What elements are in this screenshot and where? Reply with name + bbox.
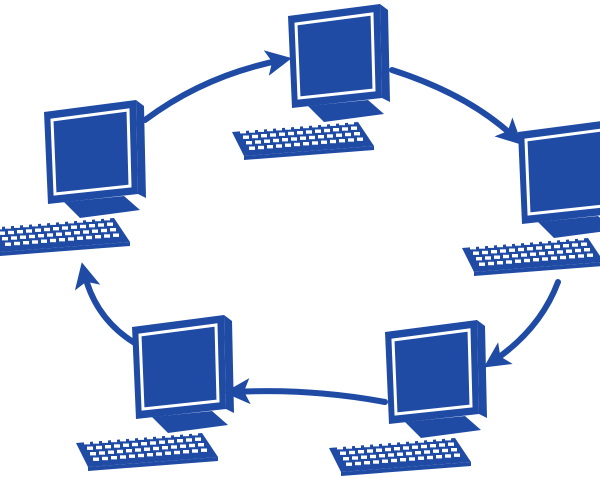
arrow-icon	[142, 50, 292, 123]
keyboard-keys	[84, 432, 207, 461]
arrow-icon	[224, 378, 388, 405]
keyboard-keys	[337, 437, 460, 466]
monitor-stand	[64, 196, 140, 218]
monitor-screen	[524, 128, 600, 216]
monitor-stand	[538, 216, 600, 238]
monitor-stand	[152, 411, 228, 433]
desktop-computer-icon	[0, 100, 146, 256]
monitor-screen	[391, 328, 473, 416]
arrow-icon	[74, 262, 141, 348]
arrow-icon	[389, 67, 523, 145]
computer-nodes	[0, 4, 600, 476]
monitor-screen	[294, 12, 376, 100]
desktop-computer-icon	[76, 315, 234, 471]
desktop-computer-icon	[462, 121, 600, 276]
monitor-screen	[50, 108, 132, 196]
monitor-stand	[405, 416, 481, 438]
arrow-icon	[483, 279, 561, 368]
ring-connections	[74, 50, 561, 405]
desktop-computer-icon	[329, 320, 487, 476]
desktop-computer-icon	[232, 4, 390, 160]
keyboard-keys	[240, 121, 363, 150]
keyboard-keys	[0, 217, 119, 246]
monitor-stand	[308, 100, 384, 122]
monitor-screen	[138, 323, 220, 411]
keyboard-keys	[470, 237, 593, 266]
